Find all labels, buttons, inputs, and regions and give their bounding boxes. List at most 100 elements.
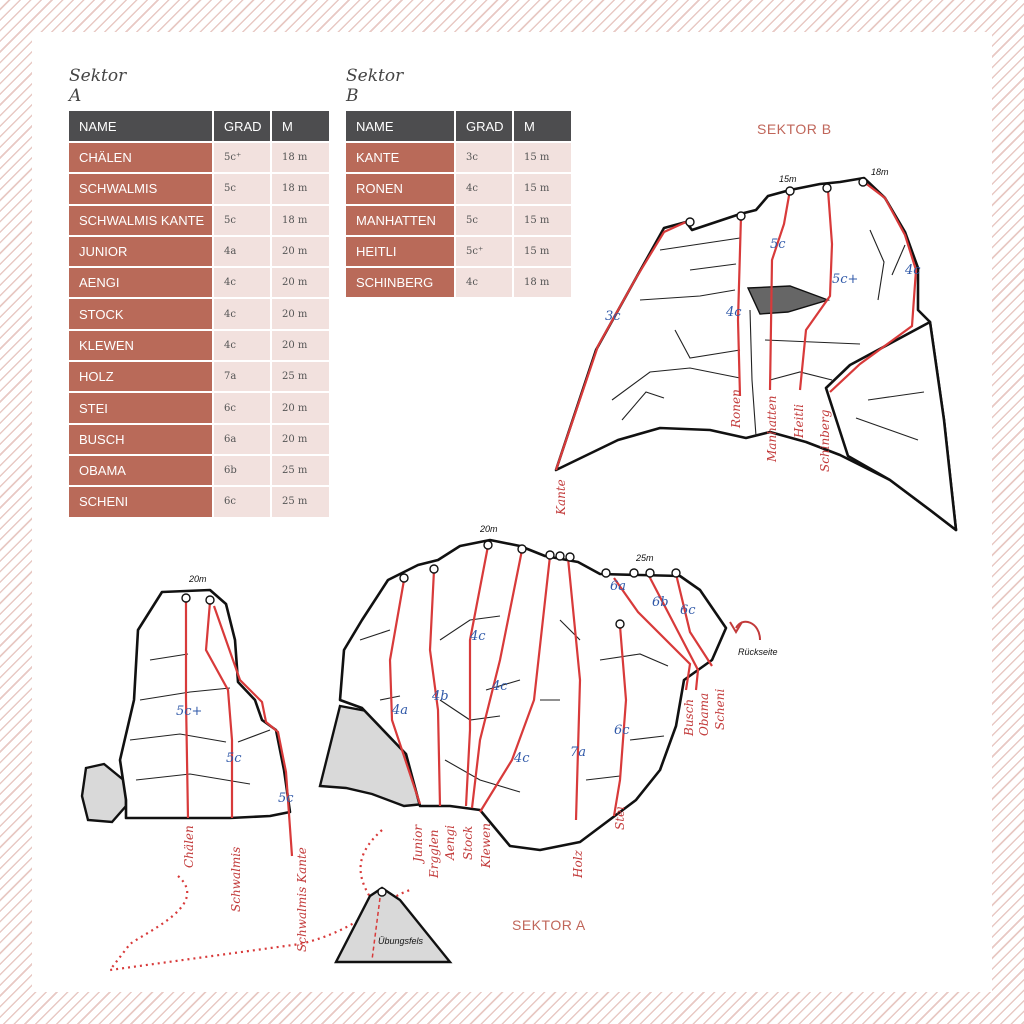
grade-label: 6c bbox=[614, 723, 630, 738]
grade-cell: 6c bbox=[214, 393, 272, 425]
anchor-icon bbox=[671, 568, 681, 578]
length-cell: 18 m bbox=[514, 268, 571, 300]
sektor-a-left-rock bbox=[80, 588, 292, 824]
sektor-b-topo-title: SEKTOR B bbox=[757, 121, 832, 137]
route-name-cell: SCHWALMIS KANTE bbox=[69, 205, 214, 237]
route-label-schwalmis: Schwalmis bbox=[229, 847, 243, 912]
grade-cell: 6c bbox=[214, 487, 272, 519]
grade-label: 5c bbox=[770, 237, 786, 252]
length-cell: 15 m bbox=[514, 205, 571, 237]
sektor-a-left-routes bbox=[184, 600, 294, 857]
back-arrow-icon bbox=[735, 620, 761, 641]
route-label-kante: Kante bbox=[554, 479, 568, 516]
route-ronen-line bbox=[736, 215, 743, 397]
route-kante-line bbox=[554, 220, 687, 471]
route-name-cell: HEITLI bbox=[346, 236, 456, 269]
route-schwalmis-kante-line bbox=[212, 605, 294, 857]
grade-cell: 4c bbox=[456, 174, 514, 206]
height-label: 25m bbox=[635, 553, 654, 563]
length-cell: 20 m bbox=[272, 299, 329, 331]
grade-label: 6c bbox=[680, 603, 696, 618]
anchor-icon bbox=[615, 619, 625, 629]
route-schwalmis-line bbox=[204, 601, 234, 818]
sektor-a-topo-title: SEKTOR A bbox=[512, 917, 586, 933]
grade-label: 6b bbox=[652, 595, 669, 610]
practice-rock: Übungsfels bbox=[334, 886, 453, 964]
anchor-icon bbox=[822, 183, 832, 193]
route-name-cell: JUNIOR bbox=[69, 236, 214, 269]
route-scheni-line bbox=[674, 573, 713, 667]
grade-cell: 4a bbox=[214, 236, 272, 269]
route-klewen-line bbox=[479, 555, 552, 813]
length-cell: 18 m bbox=[272, 205, 329, 237]
overhang-shade bbox=[746, 285, 831, 315]
grade-cell: 5c⁺ bbox=[456, 236, 514, 269]
route-name-cell: STEI bbox=[69, 393, 214, 425]
length-cell: 25 m bbox=[272, 362, 329, 394]
anchor-icon bbox=[565, 552, 575, 562]
route-stock-line bbox=[470, 549, 524, 809]
grade-cell: 6b bbox=[214, 455, 272, 488]
length-cell: 20 m bbox=[272, 236, 329, 269]
grade-label: 4c bbox=[469, 629, 486, 644]
grade-cell: 5c bbox=[456, 205, 514, 237]
route-name-cell: BUSCH bbox=[69, 424, 214, 456]
grade-label: 5c+ bbox=[176, 704, 202, 719]
route-chaelen-line bbox=[184, 600, 190, 819]
length-cell: 20 m bbox=[272, 330, 329, 363]
grade-cell: 4c bbox=[214, 330, 272, 363]
route-name-cell: RONEN bbox=[346, 174, 456, 206]
col-grad-header: GRAD bbox=[214, 111, 272, 143]
anchor-icon bbox=[429, 564, 439, 574]
height-label: 20m bbox=[479, 524, 498, 534]
route-junior-line bbox=[388, 579, 422, 805]
route-label-scheni: Scheni bbox=[713, 689, 727, 731]
anchor-icon bbox=[858, 177, 868, 187]
route-label-ronen: Ronen bbox=[729, 389, 743, 429]
length-cell: 25 m bbox=[272, 487, 329, 519]
route-holz-line bbox=[566, 557, 582, 821]
route-name-cell: OBAMA bbox=[69, 455, 214, 488]
height-label: 15m bbox=[779, 174, 797, 184]
table-header-row: NAME GRAD M bbox=[69, 111, 329, 143]
route-name-cell: HOLZ bbox=[69, 362, 214, 394]
grade-cell: 5c bbox=[214, 205, 272, 237]
route-obama-line bbox=[647, 573, 700, 691]
practice-rock-label: Übungsfels bbox=[378, 936, 424, 946]
length-cell: 18 m bbox=[272, 174, 329, 206]
route-label-obama: Obama bbox=[697, 693, 711, 736]
grade-label: 4c bbox=[725, 305, 742, 320]
grade-label: 4b bbox=[431, 689, 449, 704]
length-cell: 20 m bbox=[272, 424, 329, 456]
route-label-busch: Busch bbox=[682, 699, 696, 737]
grade-label: 3c bbox=[605, 309, 621, 324]
sektor-a-main-routes bbox=[388, 545, 713, 821]
grade-cell: 4c bbox=[214, 299, 272, 331]
sektor-b-anchors bbox=[685, 177, 868, 227]
route-label-holz: Holz bbox=[571, 849, 585, 879]
grade-cell: 5c bbox=[214, 174, 272, 206]
col-name-header: NAME bbox=[346, 111, 456, 143]
route-label-stei: Stei bbox=[613, 806, 627, 830]
route-name-cell: SCHWALMIS bbox=[69, 174, 214, 206]
route-label-ergglen: Ergglen bbox=[427, 829, 441, 879]
grade-label: 5c bbox=[278, 791, 294, 806]
col-m-header: M bbox=[514, 111, 571, 143]
anchor-icon bbox=[785, 186, 795, 196]
anchor-icon bbox=[517, 544, 527, 554]
anchor-icon bbox=[645, 568, 655, 578]
length-cell: 18 m bbox=[272, 143, 329, 175]
